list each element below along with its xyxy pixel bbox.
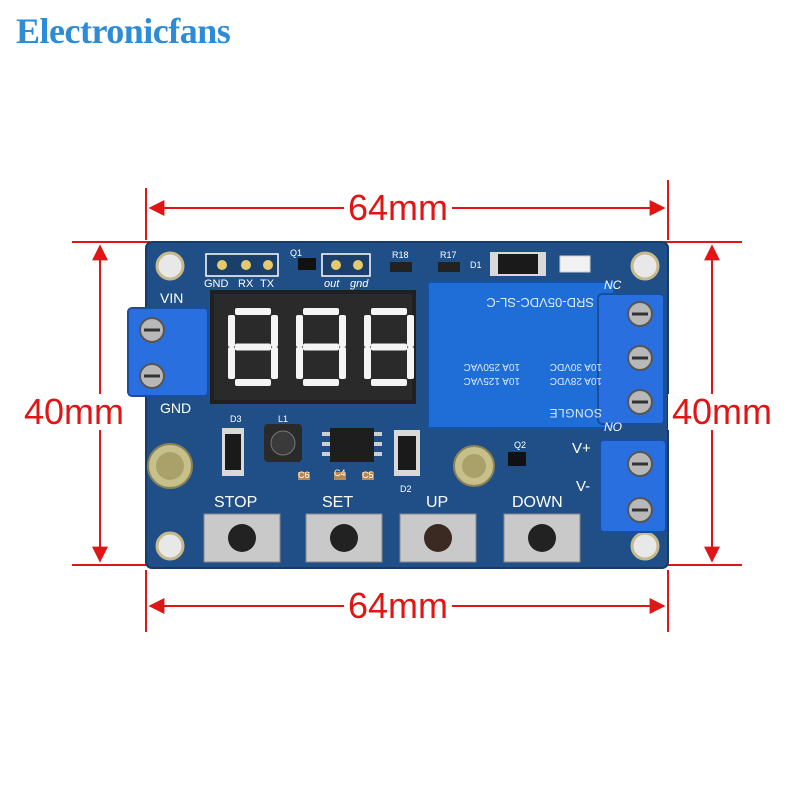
display-segment: [296, 347, 303, 379]
input-terminal: [127, 307, 209, 397]
dimension-right-height: 40mm: [668, 394, 777, 430]
display-segment: [407, 347, 414, 379]
label-d1: D1: [470, 260, 482, 270]
label-c4: C4: [334, 468, 346, 478]
display-segment: [371, 308, 407, 315]
components-middle: [147, 424, 526, 489]
label-q2: Q2: [514, 440, 527, 450]
display-segment: [228, 347, 235, 379]
dimension-top-width: 64mm: [344, 190, 453, 226]
push-buttons: [203, 513, 581, 563]
label-vplus: V+: [572, 440, 591, 457]
dimension-left-height: 40mm: [20, 394, 129, 430]
display-segment: [235, 343, 271, 351]
label-nc: NC: [604, 278, 622, 292]
relay-terminal: [597, 293, 665, 425]
brand-logo: Electronicfans: [16, 11, 231, 51]
display-segment: [303, 379, 339, 386]
relay-rating-3: 10A 125VAC: [463, 375, 520, 386]
label-vin: VIN: [160, 290, 184, 306]
label-d3: D3: [230, 414, 242, 424]
relay-printing: SONGLE 10A 28VDC 10A 30VDC 10A 125VAC 10…: [430, 284, 610, 426]
label-l1: L1: [278, 414, 289, 424]
display-segment: [364, 315, 371, 347]
display-segment: [371, 379, 407, 386]
label-r18: R18: [392, 250, 409, 260]
label-q1: Q1: [290, 248, 303, 258]
relay-brand: SONGLE: [548, 406, 602, 420]
header-label-out: out: [324, 278, 340, 290]
uart-header: [205, 253, 371, 277]
display-segment: [371, 343, 407, 351]
display-segment: [296, 315, 303, 347]
power-output-terminal: [599, 439, 667, 533]
relay-model: SRD-05VDC-SL-C: [486, 295, 594, 310]
display-segment: [407, 315, 414, 347]
label-vminus: V-: [576, 478, 591, 495]
relay-rating-4: 10A 250VAC: [463, 361, 520, 372]
dimension-bottom-width: 64mm: [344, 588, 453, 624]
display-segment: [228, 315, 235, 347]
display-segment: [303, 343, 339, 351]
label-r17: R17: [440, 250, 457, 260]
display-digits: [228, 308, 414, 386]
label-no: NO: [604, 420, 622, 434]
display-segment: [339, 347, 346, 379]
button-label-stop: STOP: [214, 494, 258, 511]
display-segment: [235, 379, 271, 386]
label-gnd: GND: [160, 400, 192, 416]
display-segment: [339, 315, 346, 347]
mounting-holes: [155, 251, 660, 561]
display-segment: [303, 308, 339, 315]
display-segment: [271, 315, 278, 347]
button-label-set: SET: [322, 494, 354, 511]
label-d2: D2: [400, 484, 412, 494]
display-segment: [235, 308, 271, 315]
header-label-gnd2: gnd: [350, 278, 369, 290]
label-c5: C5: [362, 470, 374, 480]
button-label-up: UP: [426, 494, 449, 511]
button-label-down: DOWN: [512, 494, 563, 511]
header-label-rx: RX: [238, 278, 254, 290]
relay: [427, 281, 615, 429]
display-segment: [271, 347, 278, 379]
relay-rating-2: 10A 30VDC: [549, 361, 602, 372]
label-c6: C6: [298, 470, 310, 480]
header-label-tx: TX: [260, 278, 275, 290]
smd-parts-top: [390, 252, 591, 276]
relay-rating-1: 10A 28VDC: [549, 375, 602, 386]
header-label-gnd: GND: [204, 278, 229, 290]
display-segment: [364, 347, 371, 379]
